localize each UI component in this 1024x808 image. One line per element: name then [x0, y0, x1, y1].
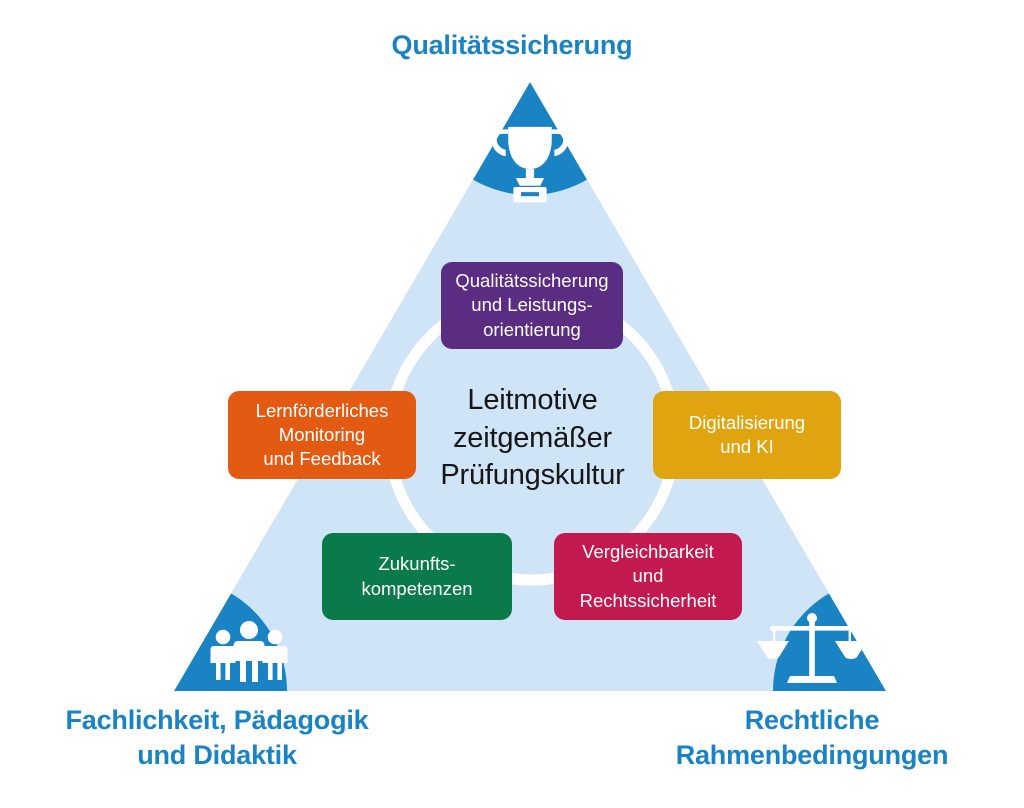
balance-scale-icon — [757, 613, 867, 683]
center-title: Leitmotive zeitgemäßer Prüfungskultur — [440, 384, 625, 492]
corner-label-rechtliche-rahmenbedingungen: Rechtliche Rahmenbedingungen — [675, 705, 949, 770]
theme-box-monitoring: Lernförderliches Monitoring und Feedback — [228, 391, 416, 479]
theme-box-future-competences: Zukunfts- kompetenzen — [322, 533, 512, 620]
corner-label-fachlichkeit-paedagogik: Fachlichkeit, Pädagogik und Didaktik — [65, 705, 369, 770]
theme-box-comparability: Vergleichbarkeit und Rechtssicherheit — [554, 533, 742, 620]
people-group-icon — [210, 621, 288, 682]
trophy-icon — [491, 126, 569, 203]
corner-label-qualitaetssicherung: Qualitätssicherung — [391, 30, 633, 60]
theme-box-digitalisation: Digitalisierung und KI — [653, 391, 841, 479]
theme-box-quality: Qualitätssicherung und Leistungs- orient… — [441, 262, 623, 349]
